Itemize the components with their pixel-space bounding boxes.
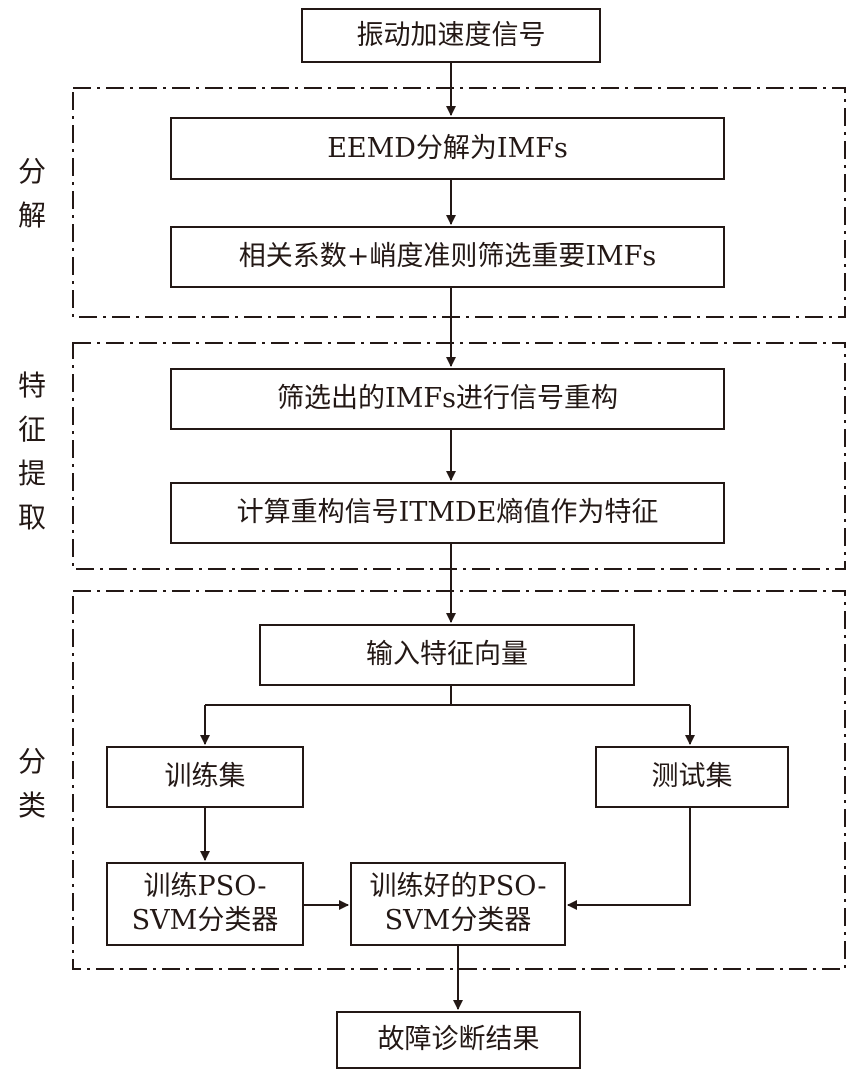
node-train-set-label: 训练集: [164, 761, 246, 793]
group-label-char: 分: [17, 745, 46, 778]
node-train-svm-line2: SVM分类器: [131, 905, 279, 936]
feature-frame: [72, 342, 846, 570]
node-train-svm-line1: 训练PSO-: [143, 871, 267, 903]
node-test-set: 测试集: [595, 746, 789, 808]
node-result-label: 故障诊断结果: [377, 1024, 540, 1056]
node-reconstruct: 筛选出的IMFs进行信号重构: [170, 368, 725, 430]
group-label-char: 征: [17, 413, 46, 446]
decompose-frame: [72, 87, 846, 318]
node-select: 相关系数+峭度准则筛选重要IMFs: [170, 226, 725, 288]
group-label-char: 特: [17, 369, 46, 402]
node-input-label: 输入特征向量: [366, 639, 528, 671]
group-label-classify: 分 类: [16, 748, 48, 836]
group-label-decompose: 分 解: [16, 158, 48, 246]
group-label-char: 解: [17, 199, 46, 232]
node-trained-svm-line2: SVM分类器: [384, 905, 532, 936]
node-test-set-label: 测试集: [651, 761, 733, 793]
group-label-char: 提: [17, 457, 46, 490]
group-label-feature: 特 征 提 取: [16, 372, 48, 548]
node-eemd: EEMD分解为IMFs: [170, 117, 725, 180]
node-train-svm: 训练PSO- SVM分类器: [106, 862, 304, 946]
node-eemd-label: EEMD分解为IMFs: [327, 132, 568, 164]
node-trained-svm: 训练好的PSO- SVM分类器: [350, 862, 566, 946]
node-reconstruct-label: 筛选出的IMFs进行信号重构: [277, 383, 618, 415]
arrow-testset-trained: [567, 808, 691, 910]
node-signal-label: 振动加速度信号: [356, 19, 546, 51]
node-select-label: 相关系数+峭度准则筛选重要IMFs: [238, 241, 657, 273]
node-entropy: 计算重构信号ITMDE熵值作为特征: [170, 482, 725, 544]
node-input: 输入特征向量: [259, 624, 635, 686]
node-signal: 振动加速度信号: [301, 8, 601, 63]
node-result: 故障诊断结果: [336, 1011, 581, 1069]
node-entropy-label: 计算重构信号ITMDE熵值作为特征: [236, 497, 659, 529]
group-label-char: 类: [17, 789, 46, 822]
node-train-set: 训练集: [106, 746, 304, 808]
node-trained-svm-line1: 训练好的PSO-: [369, 871, 547, 903]
group-label-char: 分: [17, 155, 46, 188]
group-label-char: 取: [17, 501, 46, 534]
